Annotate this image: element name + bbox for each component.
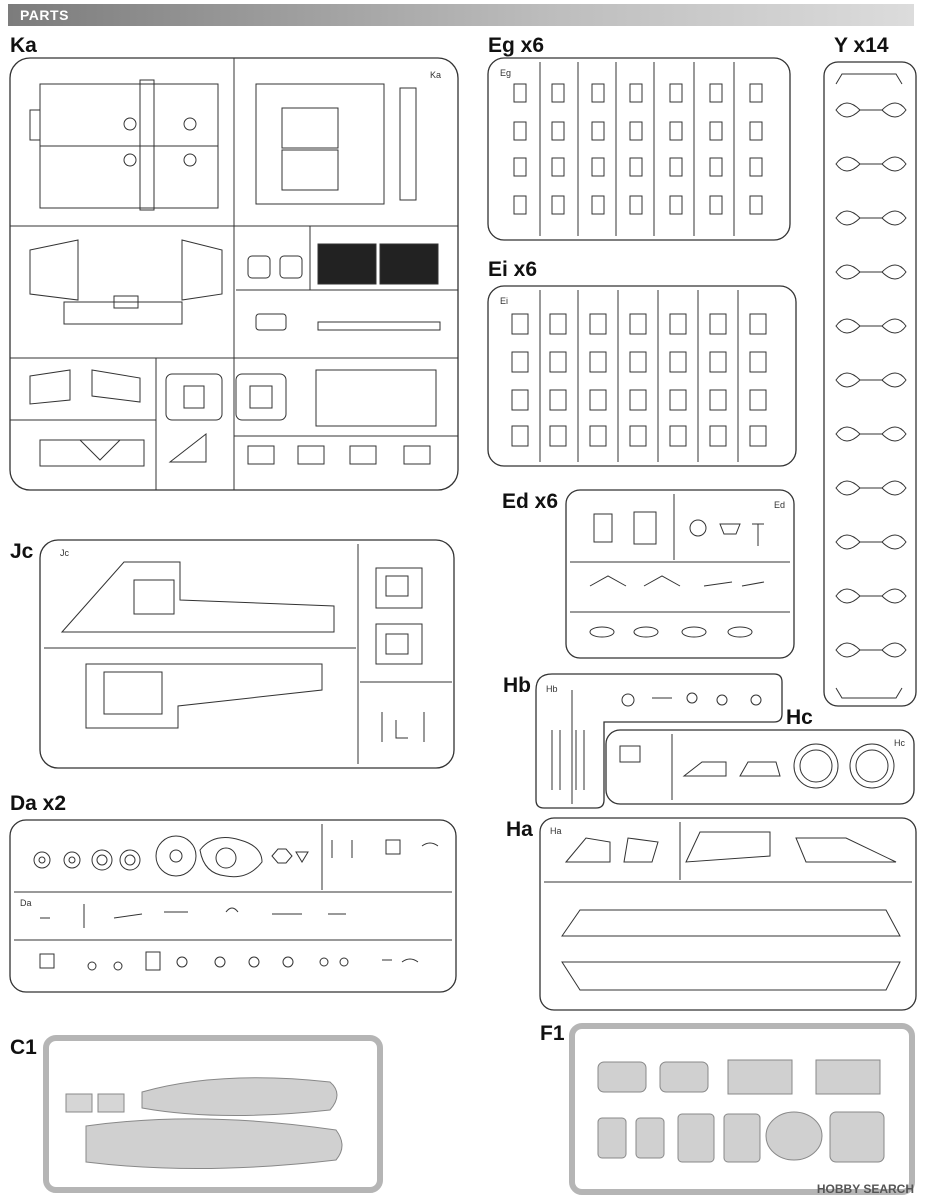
sprue-label-ha: Ha: [506, 818, 533, 841]
sprue-label-ei: Ei x6: [488, 258, 538, 281]
sprue-label-f1: F1: [540, 1022, 565, 1045]
sprue-hc: [605, 729, 915, 805]
tag-ka: Ka: [430, 70, 441, 80]
sprue-jc: [39, 539, 455, 769]
sprue-label-y: Y x14: [834, 34, 889, 57]
sprue-y: [823, 61, 917, 707]
sprue-label-ed: Ed x6: [502, 490, 559, 513]
sprue-ha: [539, 817, 917, 1011]
tag-ha: Ha: [550, 826, 562, 836]
parts-title: PARTS: [20, 7, 69, 23]
sprue-label-c1: C1: [10, 1036, 37, 1059]
sprue-hb: [535, 673, 783, 809]
parts-header-bar: PARTS: [8, 4, 914, 26]
tag-jc: Jc: [60, 548, 70, 558]
tag-da: Da: [20, 898, 32, 908]
sprue-c1: [43, 1035, 383, 1193]
hobby-search-watermark: HOBBY SEARCH: [816, 1182, 914, 1196]
sprue-ed: [565, 489, 795, 659]
sprue-ka: [9, 57, 459, 491]
sprue-label-hb: Hb: [503, 674, 531, 697]
sprue-eg: [487, 57, 791, 241]
sprue-label-eg: Eg x6: [488, 34, 545, 57]
tag-ed: Ed: [774, 500, 785, 510]
tag-hb: Hb: [546, 684, 558, 694]
sprue-ei: [487, 285, 797, 467]
sprue-label-da: Da x2: [10, 792, 67, 815]
sprue-label-jc: Jc: [10, 540, 34, 563]
sprue-label-hc: Hc: [786, 706, 813, 729]
tag-hc: Hc: [894, 738, 905, 748]
sprue-label-ka: Ka: [10, 34, 37, 57]
tag-ei: Ei: [500, 296, 508, 306]
tag-eg: Eg: [500, 68, 511, 78]
sprue-da: [9, 819, 457, 993]
sprue-f1: [569, 1023, 915, 1195]
